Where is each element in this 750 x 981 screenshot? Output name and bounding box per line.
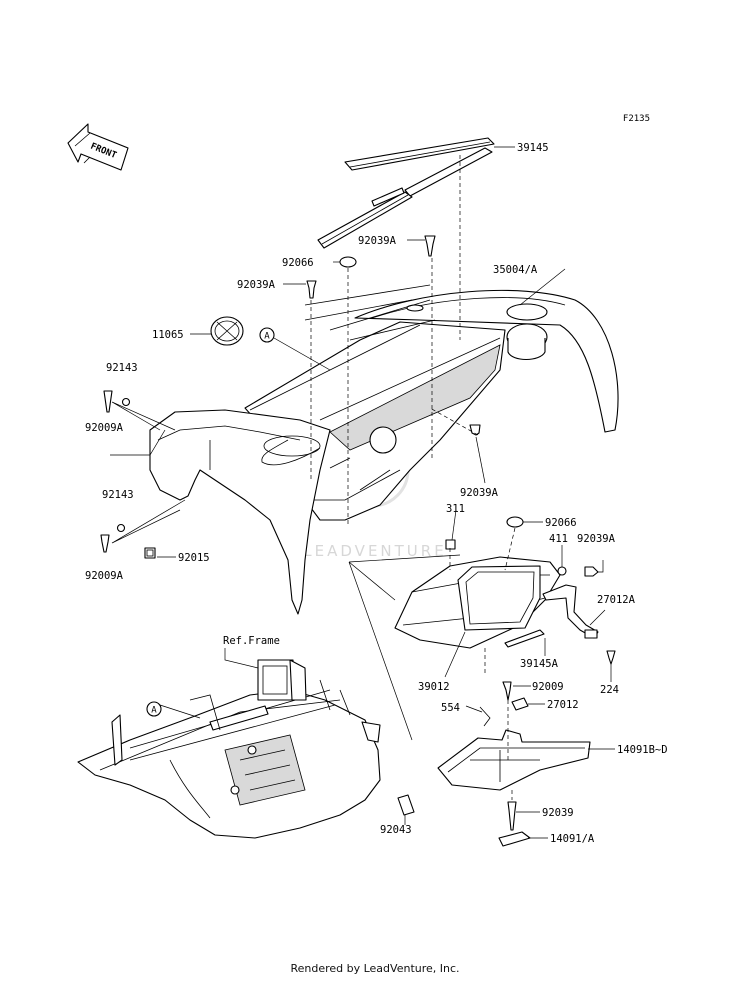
figure-code: F2135 <box>623 114 650 124</box>
ref-frame-illustration <box>77 648 381 839</box>
label-27012a: 27012A <box>597 594 636 606</box>
label-35004a: 35004/A <box>493 264 538 276</box>
label-39145a: 39145A <box>520 658 559 670</box>
front-arrow-icon: FRONT <box>67 123 129 171</box>
label-92009: 92009 <box>532 681 564 693</box>
storage-box-assembly <box>348 516 616 847</box>
label-92043: 92043 <box>380 824 412 836</box>
seal-strip-39145 <box>317 137 495 249</box>
label-92039a-top: 92039A <box>358 235 397 247</box>
label-92039a-mid: 92039A <box>460 487 499 499</box>
label-92039a-box: 92039A <box>577 533 616 545</box>
callout-a-upper-text: A <box>264 332 270 342</box>
label-14091a: 14091/A <box>550 833 595 845</box>
label-leaders <box>157 146 615 839</box>
part-labels: 39145 92039A 92066 35004/A 92039A 11065 … <box>85 142 668 845</box>
callout-a-lower: A <box>146 701 162 717</box>
label-11065: 11065 <box>152 329 184 341</box>
assembly-guides <box>110 155 479 544</box>
label-554: 554 <box>441 702 460 714</box>
label-224: 224 <box>600 684 619 696</box>
label-27012: 27012 <box>547 699 579 711</box>
label-92009a-bot: 92009A <box>85 570 124 582</box>
label-92066-box: 92066 <box>545 517 577 529</box>
fasteners <box>100 235 481 559</box>
cap-11065 <box>210 316 244 346</box>
callout-a-upper: A <box>259 327 331 371</box>
footer-credit: Rendered by LeadVenture, Inc. <box>290 962 460 975</box>
label-92039a-left: 92039A <box>237 279 276 291</box>
label-92066-top: 92066 <box>282 257 314 269</box>
label-92009a-top: 92009A <box>85 422 124 434</box>
label-411: 411 <box>549 533 568 545</box>
label-14091b-d: 14091B~D <box>617 744 668 756</box>
rear-fender-assembly <box>149 289 619 615</box>
label-ref-frame: Ref.Frame <box>223 635 280 647</box>
label-92143-bot: 92143 <box>102 489 134 501</box>
label-92143-top: 92143 <box>106 362 138 374</box>
callout-a-lower-text: A <box>151 706 157 716</box>
label-92039: 92039 <box>542 807 574 819</box>
label-311: 311 <box>446 503 465 515</box>
label-39145: 39145 <box>517 142 549 154</box>
label-39012: 39012 <box>418 681 450 693</box>
watermark-text: LEADVENTURE <box>303 542 446 560</box>
label-92015: 92015 <box>178 552 210 564</box>
